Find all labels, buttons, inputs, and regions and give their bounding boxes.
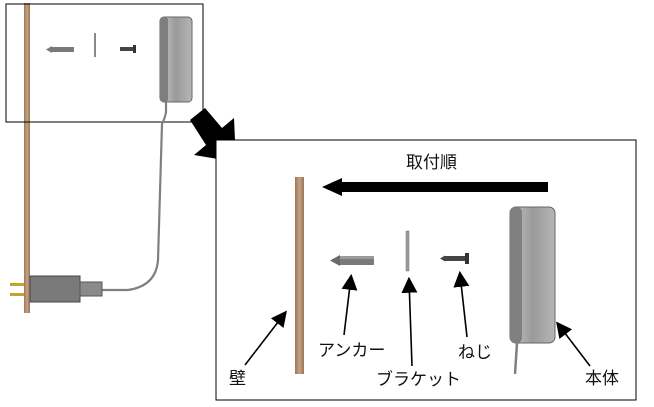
screw-pointer (453, 270, 470, 338)
wall-label: 壁 (229, 369, 246, 389)
overview-cable (100, 102, 168, 292)
overview-anchor (46, 46, 74, 53)
overview-screw (120, 45, 136, 53)
overview-plug (10, 275, 103, 303)
body-label: 本体 (585, 369, 619, 389)
order-label: 取付順 (406, 153, 457, 173)
body-pointer (556, 321, 591, 367)
screw-label: ねじ (458, 343, 492, 363)
anchor-label: アンカー (318, 341, 386, 361)
detail-scene (215, 139, 637, 401)
detail-frame (215, 139, 637, 401)
detail-wall (295, 177, 304, 374)
bracket-pointer (401, 276, 418, 367)
overview-wall (24, 3, 30, 313)
bracket-label: ブラケット (376, 370, 461, 390)
anchor-pointer (341, 273, 358, 336)
overview-bracket (94, 33, 96, 57)
overview-device (159, 16, 193, 103)
detail-screw (440, 253, 469, 264)
detail-device (509, 206, 556, 375)
detail-anchor (330, 255, 374, 266)
overview-scene (5, 3, 204, 313)
order-arrow (322, 178, 548, 196)
detail-bracket (405, 230, 410, 272)
overview-detail-frame (5, 3, 204, 123)
wall-pointer (244, 310, 287, 366)
